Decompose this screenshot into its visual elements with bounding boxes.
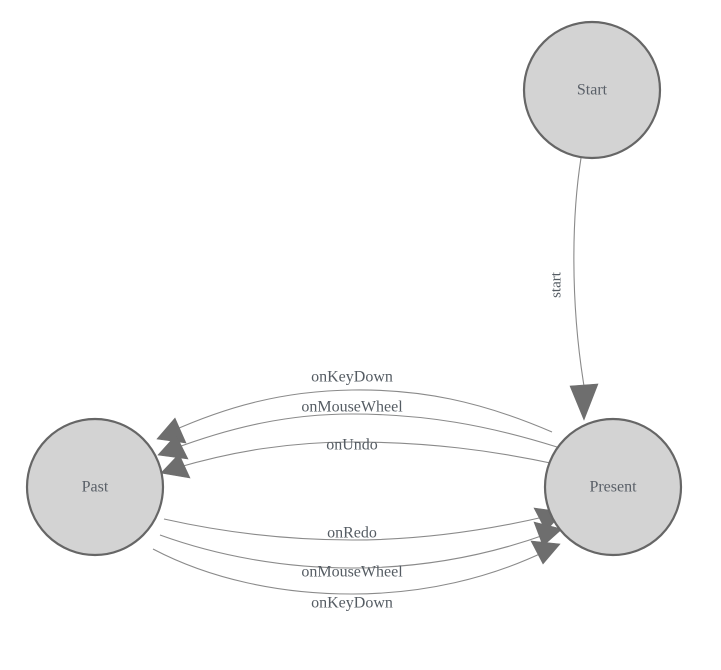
edge-label-onkeydown-to-present: onKeyDown: [311, 595, 393, 612]
node-present[interactable]: Present: [543, 417, 683, 557]
edge-onmousewheel-to-past-arrowhead: [157, 434, 189, 460]
edge-onredo-path: [163, 515, 549, 541]
node-start-label: Start: [577, 82, 608, 99]
edge-onkeydown-to-present-arrowhead: [530, 540, 561, 565]
edge-onmousewheel-to-past[interactable]: [157, 413, 558, 460]
edge-label-onundo: onUndo: [326, 437, 378, 454]
edge-onmousewheel-to-present-path: [159, 533, 548, 569]
edge-onkeydown-to-present-path: [152, 548, 547, 595]
edge-onkeydown-to-past-arrowhead: [156, 417, 187, 444]
edge-onmousewheel-to-present[interactable]: [159, 521, 563, 569]
node-start[interactable]: Start: [522, 20, 662, 160]
edge-label-onkeydown-to-past: onKeyDown: [311, 369, 393, 386]
edge-onundo-path: [175, 441, 561, 469]
edge-onmousewheel-to-present-arrowhead: [533, 521, 563, 547]
node-present-label: Present: [589, 479, 637, 496]
edge-label-onmousewheel-to-past: onMouseWheel: [301, 399, 403, 416]
edge-onkeydown-to-past-path: [169, 389, 553, 433]
edge-onkeydown-to-present[interactable]: [152, 540, 561, 595]
edge-label-onredo: onRedo: [327, 525, 377, 542]
node-present-shape: [543, 417, 683, 557]
edge-start-path: [573, 157, 585, 387]
edge-onundo[interactable]: [160, 441, 561, 479]
edge-start[interactable]: [569, 157, 599, 421]
node-past-label: Past: [82, 479, 109, 496]
edge-label-onmousewheel-to-present: onMouseWheel: [301, 564, 403, 581]
node-past[interactable]: Past: [25, 417, 165, 557]
edge-onundo-arrowhead: [160, 453, 191, 479]
node-past-shape: [25, 417, 165, 557]
edge-onmousewheel-to-past-path: [172, 413, 558, 450]
node-start-shape: [522, 20, 662, 160]
edge-start-arrowhead: [569, 383, 599, 421]
edge-label-start: start: [548, 271, 564, 298]
